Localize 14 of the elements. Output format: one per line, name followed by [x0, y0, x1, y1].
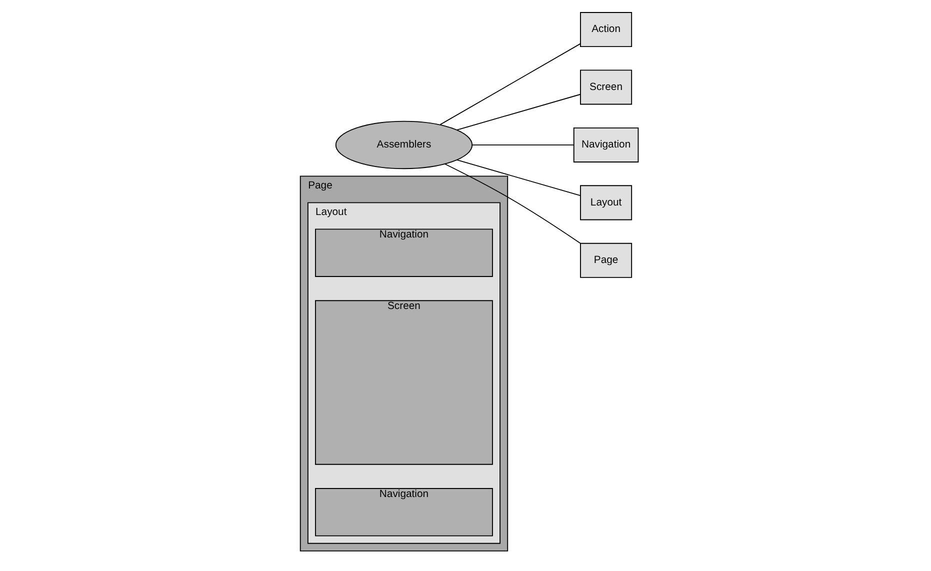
node-box: Layout — [580, 185, 632, 220]
node-ellipse: Assemblers — [335, 120, 473, 170]
connector — [472, 144, 574, 146]
node-box: Action — [580, 12, 632, 48]
node-box: Navigation — [315, 488, 493, 536]
connector — [440, 43, 581, 126]
connector — [444, 164, 581, 244]
node-box: Screen — [315, 300, 493, 465]
node-box: Screen — [580, 70, 632, 105]
connector — [456, 160, 581, 196]
node-box: Page — [580, 242, 632, 278]
node-box: Navigation — [315, 228, 493, 277]
node-box: Navigation — [573, 127, 639, 162]
connector — [456, 94, 581, 130]
